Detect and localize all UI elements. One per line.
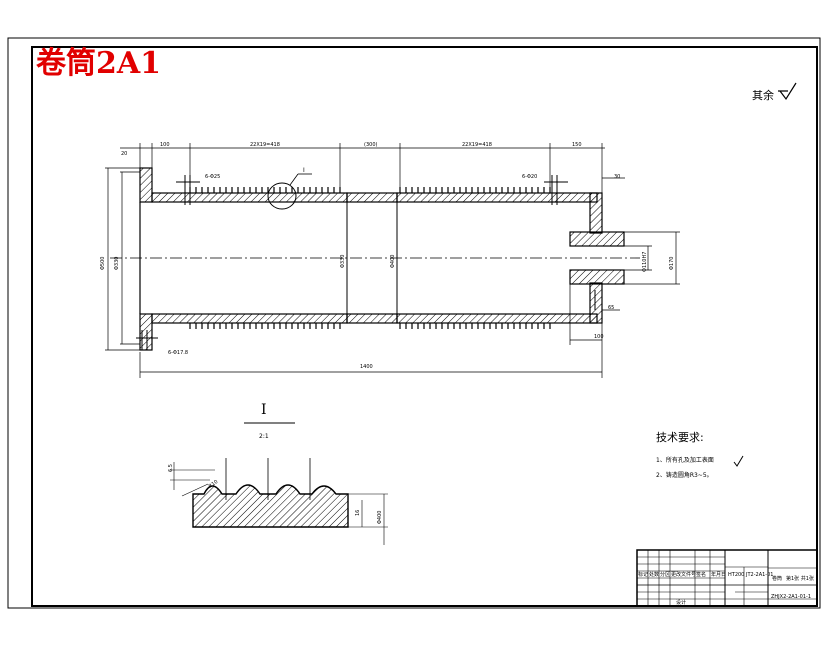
title-sheet: 第1张 共1张 [786, 575, 814, 582]
dim-flange-thk: 20 [121, 151, 127, 157]
dim-top-5: 150 [572, 142, 582, 148]
surface-finish-note: 其余 [752, 88, 774, 102]
detail-leader-label: I [303, 167, 305, 174]
roughness-symbol-icon [778, 82, 797, 101]
title-label-6: 年月日 [711, 571, 726, 578]
dim-dia-inner: Φ330 [114, 257, 120, 270]
tech-req-heading: 技术要求: [656, 431, 704, 444]
detail-view: I 2:1 6.5 R10 16 Φ400 [168, 402, 388, 545]
title-block [636, 549, 818, 607]
dim-top-1: 100 [160, 142, 170, 148]
title-label-5: 签名 [696, 571, 706, 578]
dim-dia-hub: Φ110H7 [642, 252, 648, 272]
dim-top-3: (300) [364, 142, 377, 148]
dimension-lines [105, 143, 680, 378]
dim-holes-left: 6-Φ25 [205, 174, 220, 180]
dim-holes-bottom: 6-Φ17.8 [168, 350, 188, 356]
dim-hub-len: 100 [594, 334, 604, 340]
dim-top-2: 22X19=418 [250, 142, 280, 148]
tech-req-item-1: 1、所有孔及加工表面 [656, 456, 714, 464]
detail-scale: 2:1 [259, 433, 269, 440]
title-label-2: 处数 [649, 571, 659, 578]
title-signature: 设计 [676, 599, 686, 606]
drum-section-view: I [110, 167, 640, 351]
dim-dia-outer: Φ500 [100, 257, 106, 270]
dim-dia-hub-out: Φ170 [669, 257, 675, 270]
title-label-1: 标记 [638, 571, 648, 578]
dim-top-4: 22X19=418 [462, 142, 492, 148]
title-drawing-no: JT2-2A1-01 [745, 572, 773, 578]
drawing-title: 卷筒2A1 [36, 46, 161, 81]
inner-border [31, 46, 818, 607]
dim-dia-groove: Φ400 [390, 255, 396, 268]
detail-dim-depth: 16 [355, 510, 361, 516]
dim-length: 1400 [360, 364, 373, 370]
detail-dim-top: 6.5 [168, 464, 174, 472]
title-label-4: 更改文件号 [671, 571, 696, 578]
detail-label: I [261, 402, 267, 418]
roughness-mark-icon [733, 455, 744, 467]
title-name: 卷筒 [772, 575, 782, 582]
title-label-3: 分区 [660, 571, 670, 578]
title-code: ZHJX2-2A1-01-1 [771, 594, 811, 600]
title-material: HT200 [728, 572, 744, 578]
outer-border [7, 37, 821, 609]
detail-dim-dia: Φ400 [377, 511, 383, 524]
dim-right-thk: 30 [614, 174, 620, 180]
dim-holes-right: 6-Φ20 [522, 174, 537, 180]
tech-req-item-2: 2、铸造圆角R3~5。 [656, 471, 713, 479]
dim-hub-step: 65 [608, 305, 614, 311]
detail-dim-r: R10 [208, 479, 220, 490]
dim-dia-mid: Φ330 [340, 255, 346, 268]
